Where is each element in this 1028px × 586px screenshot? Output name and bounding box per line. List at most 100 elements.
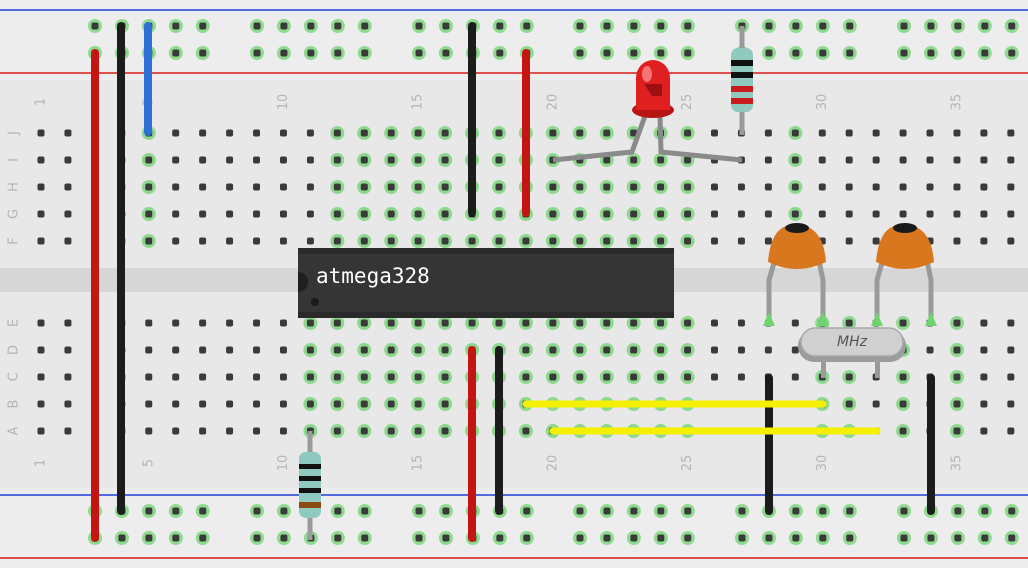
rail-hole[interactable]: [657, 49, 665, 57]
rail-hole[interactable]: [334, 534, 342, 542]
rail-hole[interactable]: [846, 534, 854, 542]
breadboard-hole[interactable]: [64, 183, 72, 191]
breadboard-hole[interactable]: [764, 156, 772, 164]
breadboard-hole[interactable]: [980, 319, 988, 327]
breadboard-hole[interactable]: [1007, 319, 1015, 327]
breadboard-hole[interactable]: [684, 319, 692, 327]
breadboard-hole[interactable]: [1007, 427, 1015, 435]
rail-hole[interactable]: [361, 22, 369, 30]
breadboard-hole[interactable]: [495, 210, 503, 218]
breadboard-hole[interactable]: [172, 346, 180, 354]
breadboard-hole[interactable]: [791, 346, 799, 354]
breadboard-hole[interactable]: [549, 210, 557, 218]
breadboard-hole[interactable]: [441, 183, 449, 191]
rail-hole[interactable]: [738, 507, 746, 515]
rail-hole[interactable]: [361, 507, 369, 515]
breadboard-hole[interactable]: [764, 183, 772, 191]
breadboard-hole[interactable]: [737, 237, 745, 245]
breadboard-hole[interactable]: [630, 237, 638, 245]
breadboard-hole[interactable]: [657, 156, 665, 164]
breadboard-hole[interactable]: [953, 210, 961, 218]
breadboard-hole[interactable]: [441, 129, 449, 137]
breadboard-hole[interactable]: [603, 210, 611, 218]
rail-hole[interactable]: [523, 507, 531, 515]
breadboard-hole[interactable]: [495, 156, 503, 164]
breadboard-hole[interactable]: [387, 156, 395, 164]
breadboard-hole[interactable]: [253, 319, 261, 327]
breadboard-hole[interactable]: [899, 427, 907, 435]
breadboard-hole[interactable]: [737, 183, 745, 191]
rail-hole[interactable]: [361, 49, 369, 57]
rail-hole[interactable]: [1008, 49, 1016, 57]
breadboard-hole[interactable]: [333, 156, 341, 164]
breadboard-hole[interactable]: [199, 156, 207, 164]
breadboard-hole[interactable]: [522, 346, 530, 354]
breadboard-hole[interactable]: [576, 210, 584, 218]
breadboard-hole[interactable]: [711, 183, 718, 191]
rail-hole[interactable]: [684, 49, 692, 57]
rail-hole[interactable]: [927, 22, 935, 30]
rail-hole[interactable]: [334, 49, 342, 57]
breadboard-hole[interactable]: [899, 129, 907, 137]
breadboard-hole[interactable]: [414, 183, 422, 191]
breadboard-hole[interactable]: [980, 156, 988, 164]
breadboard-hole[interactable]: [279, 427, 287, 435]
breadboard-hole[interactable]: [549, 129, 557, 137]
breadboard-hole[interactable]: [468, 237, 476, 245]
breadboard-hole[interactable]: [172, 373, 180, 381]
rail-hole[interactable]: [954, 507, 962, 515]
breadboard-hole[interactable]: [576, 183, 584, 191]
breadboard-hole[interactable]: [872, 400, 880, 408]
breadboard-hole[interactable]: [37, 319, 45, 327]
rail-hole[interactable]: [145, 534, 153, 542]
rail-hole[interactable]: [846, 22, 854, 30]
breadboard-hole[interactable]: [980, 129, 988, 137]
breadboard-hole[interactable]: [64, 129, 72, 137]
breadboard-hole[interactable]: [199, 319, 207, 327]
breadboard-hole[interactable]: [791, 373, 799, 381]
breadboard-hole[interactable]: [764, 129, 772, 137]
rail-hole[interactable]: [496, 534, 504, 542]
rail-hole[interactable]: [280, 22, 288, 30]
breadboard-hole[interactable]: [926, 346, 934, 354]
crystal-oscillator[interactable]: MHz: [798, 327, 906, 378]
breadboard-hole[interactable]: [226, 237, 234, 245]
breadboard-hole[interactable]: [657, 183, 665, 191]
breadboard-hole[interactable]: [64, 237, 72, 245]
rail-hole[interactable]: [172, 22, 180, 30]
breadboard-hole[interactable]: [791, 129, 799, 137]
rail-hole[interactable]: [792, 534, 800, 542]
breadboard-hole[interactable]: [791, 183, 799, 191]
breadboard-hole[interactable]: [279, 346, 287, 354]
breadboard-hole[interactable]: [172, 129, 180, 137]
breadboard-hole[interactable]: [522, 373, 530, 381]
breadboard-hole[interactable]: [845, 237, 853, 245]
breadboard-hole[interactable]: [926, 210, 934, 218]
rail-hole[interactable]: [819, 22, 827, 30]
breadboard-hole[interactable]: [172, 183, 180, 191]
breadboard-hole[interactable]: [37, 427, 45, 435]
breadboard-hole[interactable]: [226, 156, 234, 164]
breadboard-hole[interactable]: [279, 400, 287, 408]
breadboard-hole[interactable]: [172, 156, 180, 164]
breadboard-hole[interactable]: [360, 183, 368, 191]
breadboard-hole[interactable]: [306, 237, 314, 245]
rail-hole[interactable]: [523, 534, 531, 542]
rail-hole[interactable]: [603, 49, 611, 57]
led[interactable]: [552, 60, 743, 163]
breadboard-hole[interactable]: [549, 373, 557, 381]
breadboard-hole[interactable]: [279, 183, 287, 191]
breadboard-hole[interactable]: [414, 427, 422, 435]
breadboard-hole[interactable]: [711, 129, 718, 137]
breadboard-hole[interactable]: [818, 129, 826, 137]
breadboard-hole[interactable]: [872, 183, 880, 191]
rail-hole[interactable]: [307, 49, 315, 57]
breadboard-hole[interactable]: [441, 400, 449, 408]
breadboard-hole[interactable]: [980, 400, 988, 408]
breadboard-hole[interactable]: [145, 373, 153, 381]
breadboard-hole[interactable]: [845, 183, 853, 191]
breadboard-hole[interactable]: [1007, 156, 1015, 164]
rail-hole[interactable]: [846, 49, 854, 57]
rail-hole[interactable]: [927, 534, 935, 542]
breadboard-hole[interactable]: [387, 400, 395, 408]
